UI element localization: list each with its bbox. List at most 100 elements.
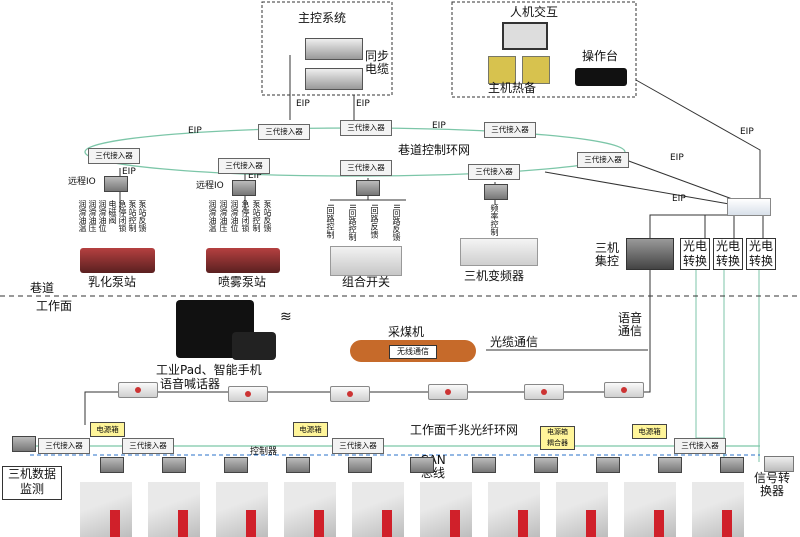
signal-label: 急停闭锁 bbox=[241, 200, 250, 232]
plc-controller-1 bbox=[305, 38, 363, 60]
hydraulic-support bbox=[352, 482, 404, 537]
signal-label: 润滑油位 bbox=[230, 200, 239, 232]
spray-pump-label: 喷雾泵站 bbox=[218, 275, 267, 289]
signal-label: I回路反馈 bbox=[370, 204, 379, 239]
vfd-signal-label: 频率控制 bbox=[490, 204, 499, 236]
power-box: 电源箱 bbox=[90, 422, 125, 437]
eip-label-7: EIP bbox=[122, 167, 136, 177]
combination-switch-label: 组合开关 bbox=[342, 275, 391, 289]
hydraulic-support bbox=[420, 482, 472, 537]
eip-label-5: EIP bbox=[740, 127, 754, 137]
support-controller bbox=[100, 457, 124, 473]
voice-caller-device bbox=[228, 386, 268, 402]
signal-label: 润滑油温 bbox=[208, 200, 217, 232]
support-controller bbox=[534, 457, 558, 473]
support-controller bbox=[286, 457, 310, 473]
support-controller-row bbox=[100, 457, 760, 475]
host-1 bbox=[488, 56, 516, 84]
signal-label: 润滑油温 bbox=[78, 200, 87, 232]
three-machine-control-device bbox=[626, 238, 674, 270]
remote-io-label-1: 远程IO bbox=[68, 177, 96, 187]
voice-caller-device bbox=[524, 384, 564, 400]
access-device: 三代接入器≋ bbox=[484, 122, 536, 138]
hydraulic-support bbox=[692, 482, 744, 537]
access-device: 三代接入器≋ bbox=[340, 160, 392, 176]
access-device: 三代接入器≋ bbox=[258, 124, 310, 140]
support-controller bbox=[224, 457, 248, 473]
support-controller bbox=[472, 457, 496, 473]
shearer-label: 采煤机 bbox=[388, 325, 425, 339]
support-cylinder bbox=[314, 510, 324, 537]
support-controller bbox=[720, 457, 744, 473]
signal-label: 润滑油位 bbox=[98, 200, 107, 232]
access-device: 三代接入器≋ bbox=[468, 164, 520, 180]
host-2 bbox=[522, 56, 550, 84]
console-device bbox=[575, 68, 627, 86]
roadway-label: 巷道 bbox=[30, 281, 55, 295]
access-device: 三代接入器≋ bbox=[38, 438, 90, 454]
remote-io-device bbox=[232, 180, 256, 196]
three-machine-monitor-box: 三机数据监测 bbox=[2, 466, 62, 500]
pad-phone-label: 工业Pad、智能手机 bbox=[156, 363, 262, 377]
hydraulic-support bbox=[284, 482, 336, 537]
signal-converter-device bbox=[764, 456, 794, 472]
power-box-coupler: 电源箱耦合器 bbox=[540, 426, 575, 450]
spray-signal-list: 润滑油温润滑油压润滑油位急停闭锁泵站控制泵站反馈 bbox=[208, 200, 274, 250]
face-device bbox=[12, 436, 36, 452]
hmi-title: 人机交互 bbox=[510, 5, 559, 19]
voice-caller-device bbox=[604, 382, 644, 398]
signal-label: II回路控制 bbox=[348, 204, 357, 241]
signal-label: 泵站反馈 bbox=[138, 200, 147, 232]
access-device: 三代接入器≋ bbox=[332, 438, 384, 454]
plc-controller-2 bbox=[305, 68, 363, 90]
controller-label: 控制器 bbox=[250, 447, 278, 457]
vfd-label: 三机变频器 bbox=[464, 269, 525, 283]
combination-io-device bbox=[356, 180, 380, 196]
hydraulic-support-row bbox=[80, 478, 770, 537]
access-device: 三代接入器≋ bbox=[674, 438, 726, 454]
support-controller bbox=[410, 457, 434, 473]
voice-caller-device bbox=[330, 386, 370, 402]
console-label: 操作台 bbox=[582, 49, 619, 63]
access-device: 三代接入器≋ bbox=[218, 158, 270, 174]
signal-converter-label: 信号转换器 bbox=[753, 471, 790, 499]
access-device: 三代接入器≋ bbox=[122, 438, 174, 454]
support-controller bbox=[658, 457, 682, 473]
eip-label-6: EIP bbox=[670, 153, 684, 163]
voice-caller-label: 语音喊话器 bbox=[160, 377, 221, 391]
support-cylinder bbox=[246, 510, 256, 537]
optical-converter-2: 光电转换 bbox=[713, 238, 743, 270]
optical-converter-3: 光电转换 bbox=[746, 238, 776, 270]
host-hot-backup-label: 主机热备 bbox=[488, 81, 537, 95]
eip-label-2: EIP bbox=[356, 99, 370, 109]
eip-label-1: EIP bbox=[296, 99, 310, 109]
support-cylinder bbox=[450, 510, 460, 537]
vfd-image bbox=[460, 238, 538, 266]
eip-label-4: EIP bbox=[432, 121, 446, 131]
signal-label: 润滑油压 bbox=[88, 200, 97, 232]
hmi-monitor bbox=[502, 22, 548, 50]
fiber-comm-label: 光缆通信 bbox=[490, 335, 539, 349]
sync-cable-label: 同步电缆 bbox=[365, 49, 390, 77]
voice-caller-device bbox=[118, 382, 158, 398]
support-cylinder bbox=[382, 510, 392, 537]
eip-label-3: EIP bbox=[188, 126, 202, 136]
voice-comm-label: 语音通信 bbox=[618, 311, 643, 339]
face-ring-label: 工作面千兆光纤环网 bbox=[410, 423, 519, 437]
power-box: 电源箱 bbox=[632, 424, 667, 439]
voice-caller-device bbox=[428, 384, 468, 400]
three-machine-control-label: 三机集控 bbox=[595, 241, 620, 269]
hydraulic-support bbox=[148, 482, 200, 537]
signal-label: 电磁阀 bbox=[108, 200, 117, 224]
signal-label: I回路控制 bbox=[326, 204, 335, 239]
optical-converter-1: 光电转换 bbox=[680, 238, 710, 270]
support-controller bbox=[162, 457, 186, 473]
emulsion-pump-image bbox=[80, 248, 155, 273]
ring-network-label: 巷道控制环网 bbox=[398, 143, 471, 157]
signal-label: 泵站控制 bbox=[128, 200, 137, 232]
main-control-title: 主控系统 bbox=[298, 11, 347, 25]
access-device: 三代接入器≋ bbox=[577, 152, 629, 168]
access-device: 三代接入器≋ bbox=[340, 120, 392, 136]
